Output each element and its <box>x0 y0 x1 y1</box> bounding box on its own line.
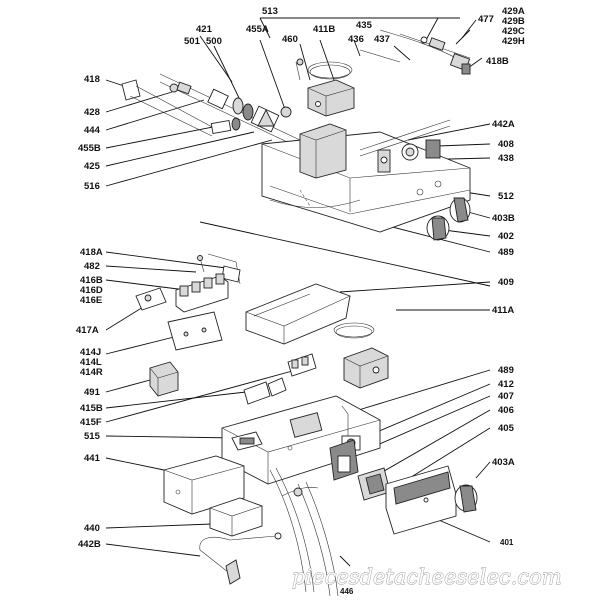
label-403a: 403A <box>492 457 515 468</box>
label-401: 401 <box>500 538 514 547</box>
label-421: 421 <box>196 24 213 35</box>
housing-cover-409 <box>245 283 351 345</box>
label-418: 418 <box>84 74 100 85</box>
label-446: 446 <box>340 587 354 596</box>
burner-chassis-upper <box>261 119 471 233</box>
label-441: 441 <box>84 453 101 464</box>
burner-chassis-lower <box>221 395 381 485</box>
label-438: 438 <box>498 153 514 164</box>
cable-clamp-417a <box>135 287 167 311</box>
label-515: 515 <box>84 431 101 442</box>
thermostat-411b <box>295 58 355 117</box>
part-drawings <box>121 29 478 597</box>
label-500: 500 <box>206 36 222 47</box>
label-489-lower: 489 <box>498 365 514 376</box>
capillary-thermostat-429 <box>359 29 471 75</box>
circuit-board-414 <box>167 311 223 351</box>
label-416b: 416B <box>80 275 103 286</box>
label-444: 444 <box>84 125 101 136</box>
label-513: 513 <box>262 6 278 17</box>
label-455a: 455A <box>246 24 269 35</box>
knob-403b <box>449 197 471 223</box>
label-442a: 442A <box>492 119 515 130</box>
label-501: 501 <box>184 36 201 47</box>
label-407: 407 <box>498 391 514 402</box>
bracket-418a <box>197 253 241 285</box>
burner-tubes <box>269 467 339 597</box>
label-418a: 418A <box>80 247 103 258</box>
label-428: 428 <box>84 107 100 118</box>
front-panel-401 <box>385 465 457 535</box>
thermocouple-418 <box>121 79 241 137</box>
label-491: 491 <box>84 387 101 398</box>
label-414r: 414R <box>80 367 103 378</box>
electrode-442b <box>199 532 282 585</box>
label-406: 406 <box>498 405 514 416</box>
label-415f: 415F <box>80 417 102 428</box>
relay-491 <box>149 361 179 397</box>
label-417a: 417A <box>76 325 99 336</box>
ignition-module-440 <box>209 497 263 537</box>
label-437: 437 <box>374 34 390 45</box>
label-409: 409 <box>498 277 514 288</box>
label-415b: 415B <box>80 403 103 414</box>
label-429a: 429A <box>502 6 525 17</box>
label-512: 512 <box>498 191 514 202</box>
label-412: 412 <box>498 379 514 390</box>
label-416d: 416D <box>80 285 103 296</box>
label-411a: 411A <box>492 305 514 316</box>
label-414l: 414L <box>80 357 102 368</box>
label-489-upper: 489 <box>498 247 514 258</box>
label-403b: 403B <box>492 213 515 224</box>
label-516: 516 <box>84 181 100 192</box>
label-405: 405 <box>498 423 515 434</box>
label-416e: 416E <box>80 295 102 306</box>
watermark-text: piecesdetacheeselec.com <box>292 565 562 589</box>
fuse-holder-515 <box>231 431 263 451</box>
knob-402 <box>426 215 450 241</box>
label-402: 402 <box>498 231 514 242</box>
label-408: 408 <box>498 139 514 150</box>
label-482: 482 <box>84 261 100 272</box>
label-418b: 418B <box>486 56 509 67</box>
label-425: 425 <box>84 161 101 172</box>
label-429h: 429H <box>502 36 525 47</box>
label-477: 477 <box>478 14 494 25</box>
label-436: 436 <box>348 34 364 45</box>
connector-415 <box>243 353 317 405</box>
label-455b: 455B <box>78 143 101 154</box>
knob-403a <box>454 484 478 513</box>
label-435: 435 <box>356 20 373 31</box>
label-440: 440 <box>84 523 100 534</box>
switch-405 <box>357 467 391 501</box>
part-labels: 513 477 429A 429B 429C 429H 421 411B 435… <box>76 6 525 596</box>
label-429b: 429B <box>502 16 525 27</box>
label-460: 460 <box>282 34 298 45</box>
switch-406 <box>329 439 359 481</box>
thermostat-411a <box>333 322 389 389</box>
label-411b: 411B <box>313 24 335 35</box>
label-429c: 429C <box>502 26 525 37</box>
terminal-block-416 <box>175 273 229 313</box>
label-442b: 442B <box>78 539 101 550</box>
label-414j: 414J <box>80 347 101 358</box>
enclosure-box-441 <box>163 455 245 515</box>
